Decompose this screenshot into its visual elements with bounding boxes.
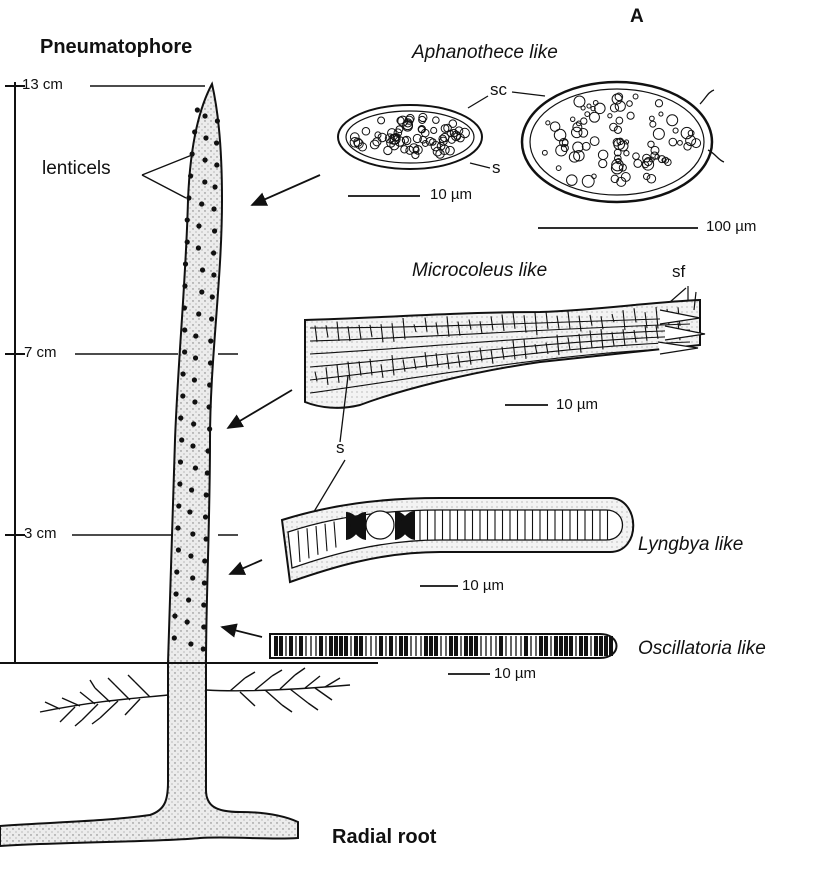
oscillatoria-filament — [270, 634, 617, 658]
pneumatophore-stem — [168, 84, 222, 663]
microcoleus-sf-label: sf — [672, 262, 685, 282]
aphanothece-scale-bars — [348, 196, 698, 228]
sheath-s-label: s — [336, 438, 345, 458]
lyngbya-title: Lyngbya like — [638, 534, 743, 556]
radial-root-label: Radial root — [332, 826, 436, 849]
scale-label-3cm: 3 cm — [24, 525, 57, 542]
microcoleus-bundle — [305, 286, 705, 408]
microcoleus-title: Microcoleus like — [412, 260, 547, 282]
pneumatophore-title: Pneumatophore — [40, 36, 192, 59]
aphanothece-scale-large: 100 µm — [706, 218, 756, 235]
aphanothece-small-cell — [338, 105, 482, 169]
height-scale-bar — [5, 82, 25, 662]
aphanothece-scale-small: 10 µm — [430, 186, 472, 203]
oscillatoria-title: Oscillatoria like — [638, 638, 766, 660]
oscillatoria-scale: 10 µm — [494, 665, 536, 682]
aphanothece-s-label: s — [492, 158, 501, 178]
aphanothece-title: Aphanothece like — [412, 42, 558, 64]
lyngbya-filament — [282, 498, 633, 582]
aphanothece-sc-label: sc — [490, 80, 507, 100]
panel-label: A — [630, 6, 644, 28]
lyngbya-scale: 10 µm — [462, 577, 504, 594]
lenticels-pointer — [142, 155, 192, 198]
microcoleus-scale: 10 µm — [556, 396, 598, 413]
scale-label-7cm: 7 cm — [24, 344, 57, 361]
scale-label-13cm: 13 cm — [22, 76, 63, 93]
lenticels-label: lenticels — [42, 158, 111, 180]
aphanothece-large-cell — [522, 82, 724, 202]
